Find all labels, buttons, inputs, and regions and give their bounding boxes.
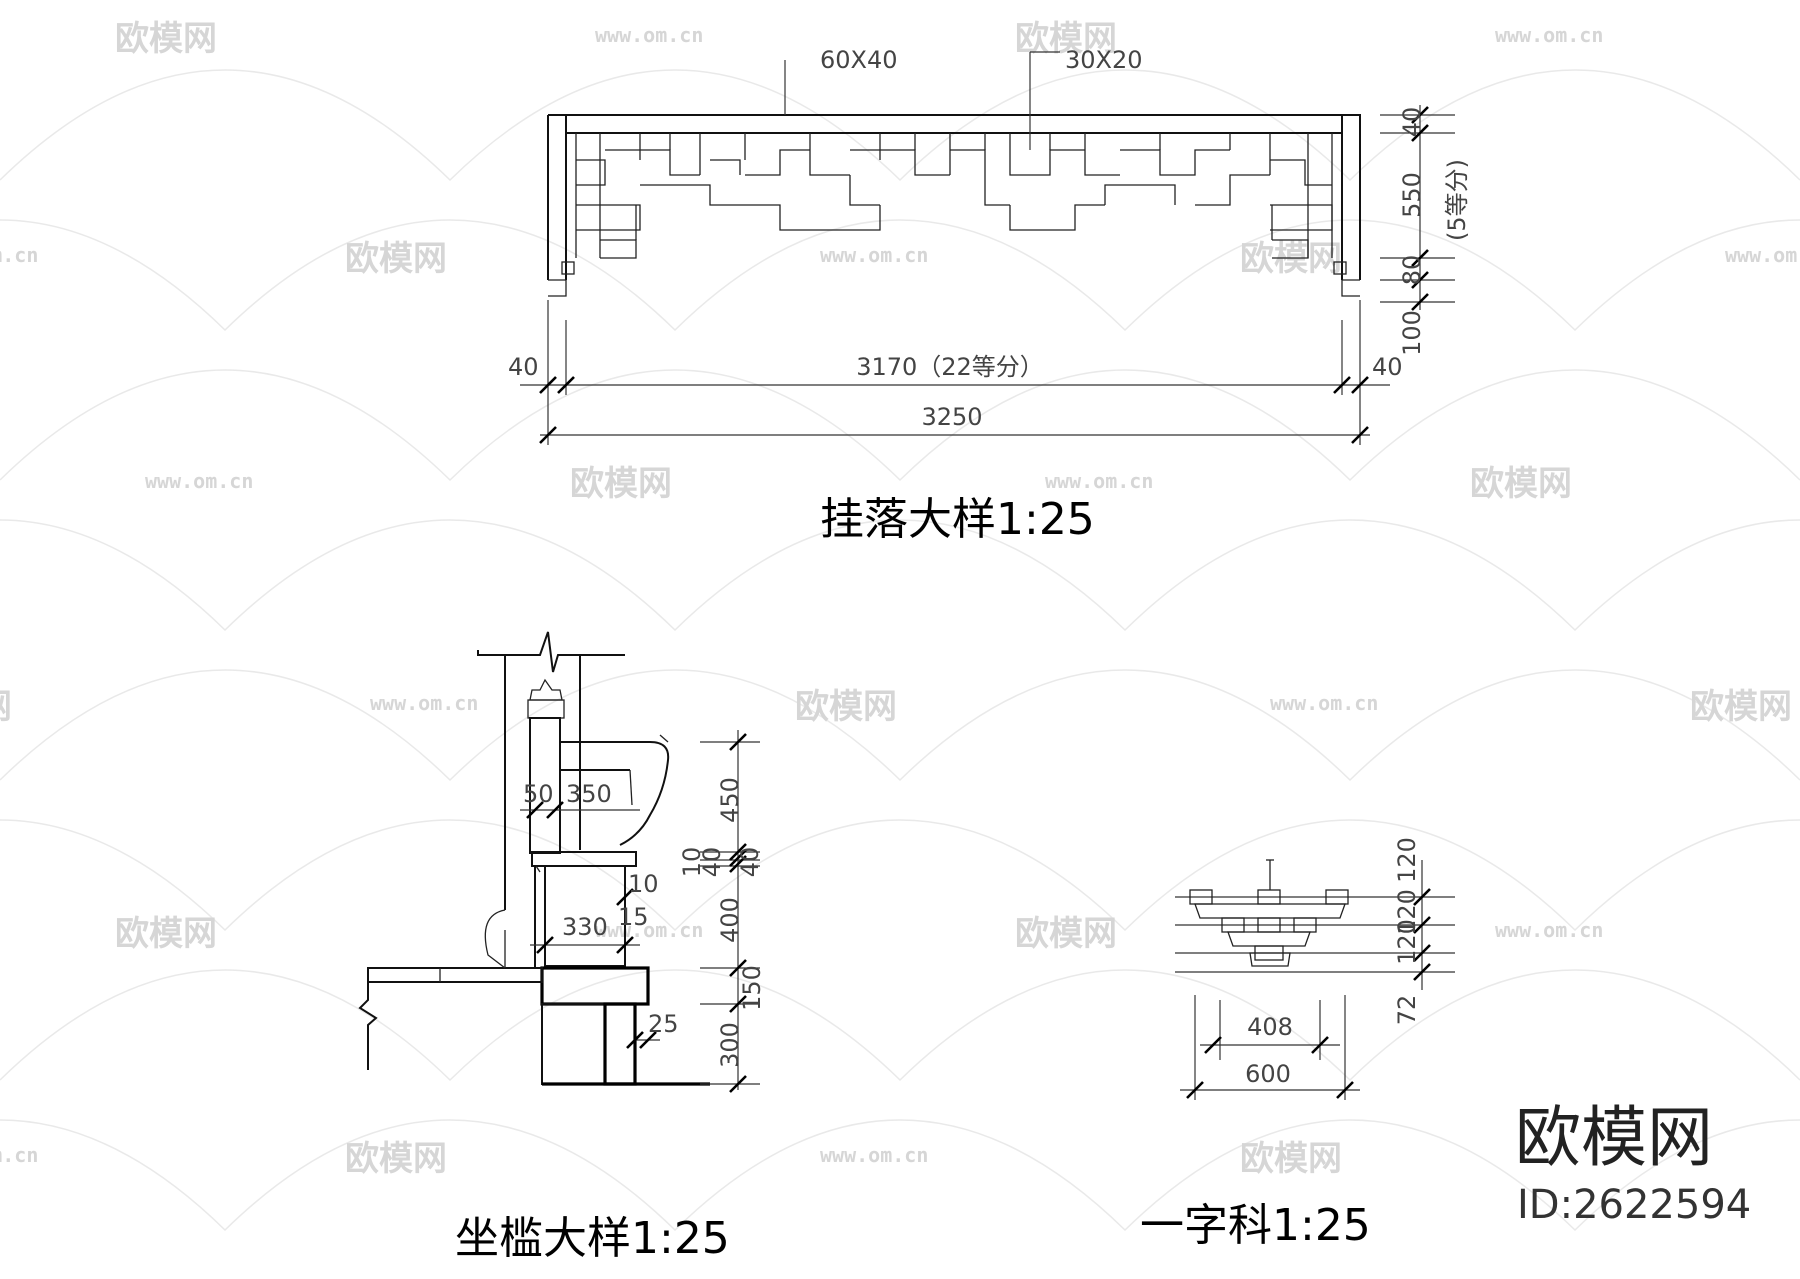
dim-w600: 600 bbox=[1245, 1060, 1291, 1088]
dim-right-end: 40 bbox=[1372, 353, 1403, 381]
brand-block: 欧模网 ID:2622594 bbox=[1515, 1099, 1751, 1228]
dim-d330: 330 bbox=[562, 913, 608, 941]
watermark-brand: 欧模网 bbox=[570, 464, 672, 504]
watermark-brand: 欧模网 bbox=[345, 1139, 447, 1179]
dim-h120b: 120 bbox=[1393, 889, 1421, 935]
brand-id: ID:2622594 bbox=[1517, 1182, 1751, 1228]
dim-bottom-rail: 80 bbox=[1398, 255, 1426, 286]
watermark-arc-pattern bbox=[0, 69, 1800, 1232]
watermark-brand: 欧模网 bbox=[795, 687, 897, 727]
watermark-url: www.om.cn bbox=[1045, 469, 1153, 493]
dim-top-height: 40 bbox=[1398, 107, 1426, 138]
dim-h120c: 120 bbox=[1393, 919, 1421, 965]
watermark-brand: 欧模网 bbox=[1690, 687, 1792, 727]
dim-lattice-division-note: (5等分) bbox=[1443, 159, 1471, 241]
hanging-frame-drawing: 60X40 30X20 40 550 (5等分) 80 100 bbox=[508, 46, 1471, 545]
dim-drop: 100 bbox=[1398, 310, 1426, 356]
watermark-url: www.om.cn bbox=[145, 469, 253, 493]
watermark-brand: 欧模网 bbox=[1470, 464, 1572, 504]
seat-rail-title: 坐槛大样1:25 bbox=[455, 1213, 730, 1264]
dim-left-end: 40 bbox=[508, 353, 539, 381]
dim-h10: 10 bbox=[678, 847, 706, 878]
dim-d15: 15 bbox=[618, 903, 649, 931]
seat-rail-drawing: 450 10 40 40 400 150 300 50 350 10 15 33… bbox=[358, 631, 766, 1264]
lattice-member-label: 30X20 bbox=[1065, 46, 1143, 74]
bracket-drawing: 120 120 120 72 408 600 一字科1:25 bbox=[1140, 837, 1455, 1251]
dim-h150: 150 bbox=[738, 965, 766, 1011]
watermark-url: www.om.cn bbox=[820, 1143, 928, 1167]
watermark-brand: 欧模网 bbox=[1240, 1139, 1342, 1179]
watermark-texts: 欧模网 欧模网 www.om.cn www.om.cn 欧模网 欧模网 www.… bbox=[0, 19, 1800, 1179]
dim-h450: 450 bbox=[716, 777, 744, 823]
dim-d350: 350 bbox=[566, 780, 612, 808]
watermark-brand: 欧模网 bbox=[115, 914, 217, 954]
hanging-frame-title: 挂落大样1:25 bbox=[820, 494, 1095, 545]
watermark-url: www.om.cn bbox=[0, 1143, 38, 1167]
watermark-brand: 欧模网 bbox=[1015, 914, 1117, 954]
brand-name: 欧模网 bbox=[1515, 1099, 1713, 1176]
watermark-url: www.om.cn bbox=[370, 691, 478, 715]
frame-member-label: 60X40 bbox=[820, 46, 898, 74]
watermark-url: www.om.cn bbox=[1270, 691, 1378, 715]
dim-h40a: 40 bbox=[698, 847, 726, 878]
bracket-title: 一字科1:25 bbox=[1140, 1200, 1371, 1251]
watermark-url: www.om.cn bbox=[1495, 918, 1603, 942]
dim-lattice-height: 550 bbox=[1398, 172, 1426, 218]
watermark-url: www.om.cn bbox=[0, 243, 38, 267]
dim-inner-span: 3170（22等分） bbox=[856, 353, 1044, 381]
dim-w408: 408 bbox=[1247, 1013, 1293, 1041]
watermark-brand: 欧模网 bbox=[115, 19, 217, 59]
watermark-brand: 欧模网 bbox=[1240, 239, 1342, 279]
dim-h400: 400 bbox=[716, 897, 744, 943]
watermark-url: www.om.cn bbox=[595, 918, 703, 942]
dim-h72: 72 bbox=[1393, 995, 1421, 1026]
watermark-brand: 欧模网 bbox=[345, 239, 447, 279]
dim-d50: 50 bbox=[523, 780, 554, 808]
watermark-url: www.om.cn bbox=[820, 243, 928, 267]
dim-h300: 300 bbox=[716, 1022, 744, 1068]
dim-d25: 25 bbox=[648, 1010, 679, 1038]
dim-total-span: 3250 bbox=[921, 403, 982, 431]
watermark-url: www.om.cn bbox=[1495, 23, 1603, 47]
dim-h120a: 120 bbox=[1393, 837, 1421, 883]
watermark-url: www.om.cn bbox=[1725, 243, 1800, 267]
dim-h40b: 40 bbox=[736, 847, 764, 878]
dim-d10: 10 bbox=[628, 870, 659, 898]
watermark-url: www.om.cn bbox=[595, 23, 703, 47]
watermark-brand: 欧模网 bbox=[0, 687, 12, 727]
